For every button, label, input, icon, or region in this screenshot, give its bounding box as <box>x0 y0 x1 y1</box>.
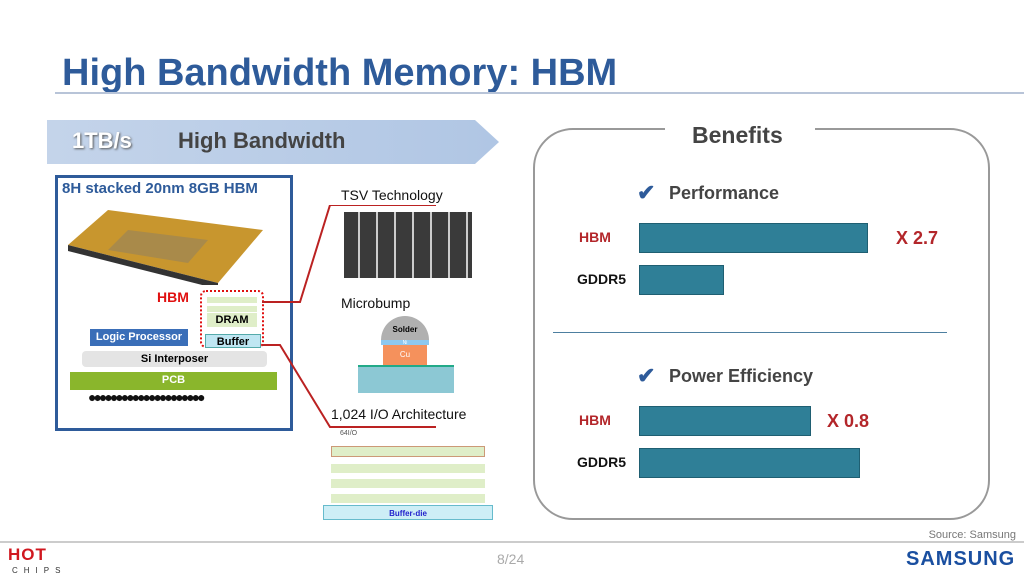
hotchips-logo-sub: CHIPS <box>12 566 67 575</box>
dram-layer <box>207 306 257 312</box>
bar-label: HBM <box>579 229 611 245</box>
dram-layer <box>207 297 257 303</box>
solder-balls: ●●●●●●●●●●●●●●●●●●●●● <box>88 389 206 405</box>
hotchips-logo: HOT <box>8 545 47 564</box>
check-icon: ✔ <box>637 180 656 205</box>
substrate <box>358 365 454 393</box>
io-architecture-label: 1,024 I/O Architecture <box>331 406 467 422</box>
pcb: PCB <box>70 372 277 390</box>
benefits-title-gap <box>665 120 815 136</box>
multiplier-label: X 0.8 <box>827 411 870 431</box>
bandwidth-value: 1TB/s <box>72 128 132 153</box>
cu-pillar: Cu <box>383 345 427 365</box>
bar-label: HBM <box>579 412 611 428</box>
callout-lines <box>262 205 436 428</box>
hbm-chip-image <box>68 210 263 285</box>
ni-layer: Ni <box>381 340 429 346</box>
section-heading: Power Efficiency <box>669 366 814 386</box>
bandwidth-label: High Bandwidth <box>178 128 346 153</box>
tsv-label: TSV Technology <box>341 187 443 203</box>
io-die-layer <box>331 479 485 488</box>
samsung-logo: SAMSUNG <box>906 548 1016 570</box>
benefits-divider <box>553 332 947 333</box>
section-heading: Performance <box>669 183 780 203</box>
io-die-layer <box>331 494 485 503</box>
microbump-label: Microbump <box>341 295 411 311</box>
source-note: Source: Samsung <box>928 529 1016 541</box>
hbm-panel-title: 8H stacked 20nm 8GB HBM <box>62 180 258 197</box>
page-title: High Bandwidth Memory: HBM <box>62 52 618 94</box>
check-icon: ✔ <box>637 363 656 388</box>
logic-processor: Logic Processor <box>90 329 188 346</box>
bar-label: GDDR5 <box>577 454 627 470</box>
banner-arrow <box>47 120 499 164</box>
bar-label: GDDR5 <box>577 271 627 287</box>
title-divider <box>55 92 1024 94</box>
bar-hbm <box>639 223 868 253</box>
bar-gddr5 <box>639 265 724 295</box>
dram-layer: DRAM <box>207 313 257 327</box>
tsv-image <box>344 212 472 278</box>
buffer-layer: Buffer <box>205 334 261 348</box>
io-legend: 64I/O <box>340 430 358 437</box>
bar-hbm <box>639 406 811 436</box>
footer-divider <box>0 541 1024 543</box>
io-die-layer <box>331 464 485 473</box>
si-interposer: Si Interposer <box>82 351 267 367</box>
hbm-label: HBM <box>157 289 189 305</box>
io-die-layer <box>331 446 485 457</box>
benefits-title: Benefits <box>692 122 783 148</box>
buffer-die: Buffer-die <box>323 505 493 520</box>
multiplier-label: X 2.7 <box>896 228 939 248</box>
bar-gddr5 <box>639 448 860 478</box>
page-number: 8/24 <box>497 551 525 567</box>
